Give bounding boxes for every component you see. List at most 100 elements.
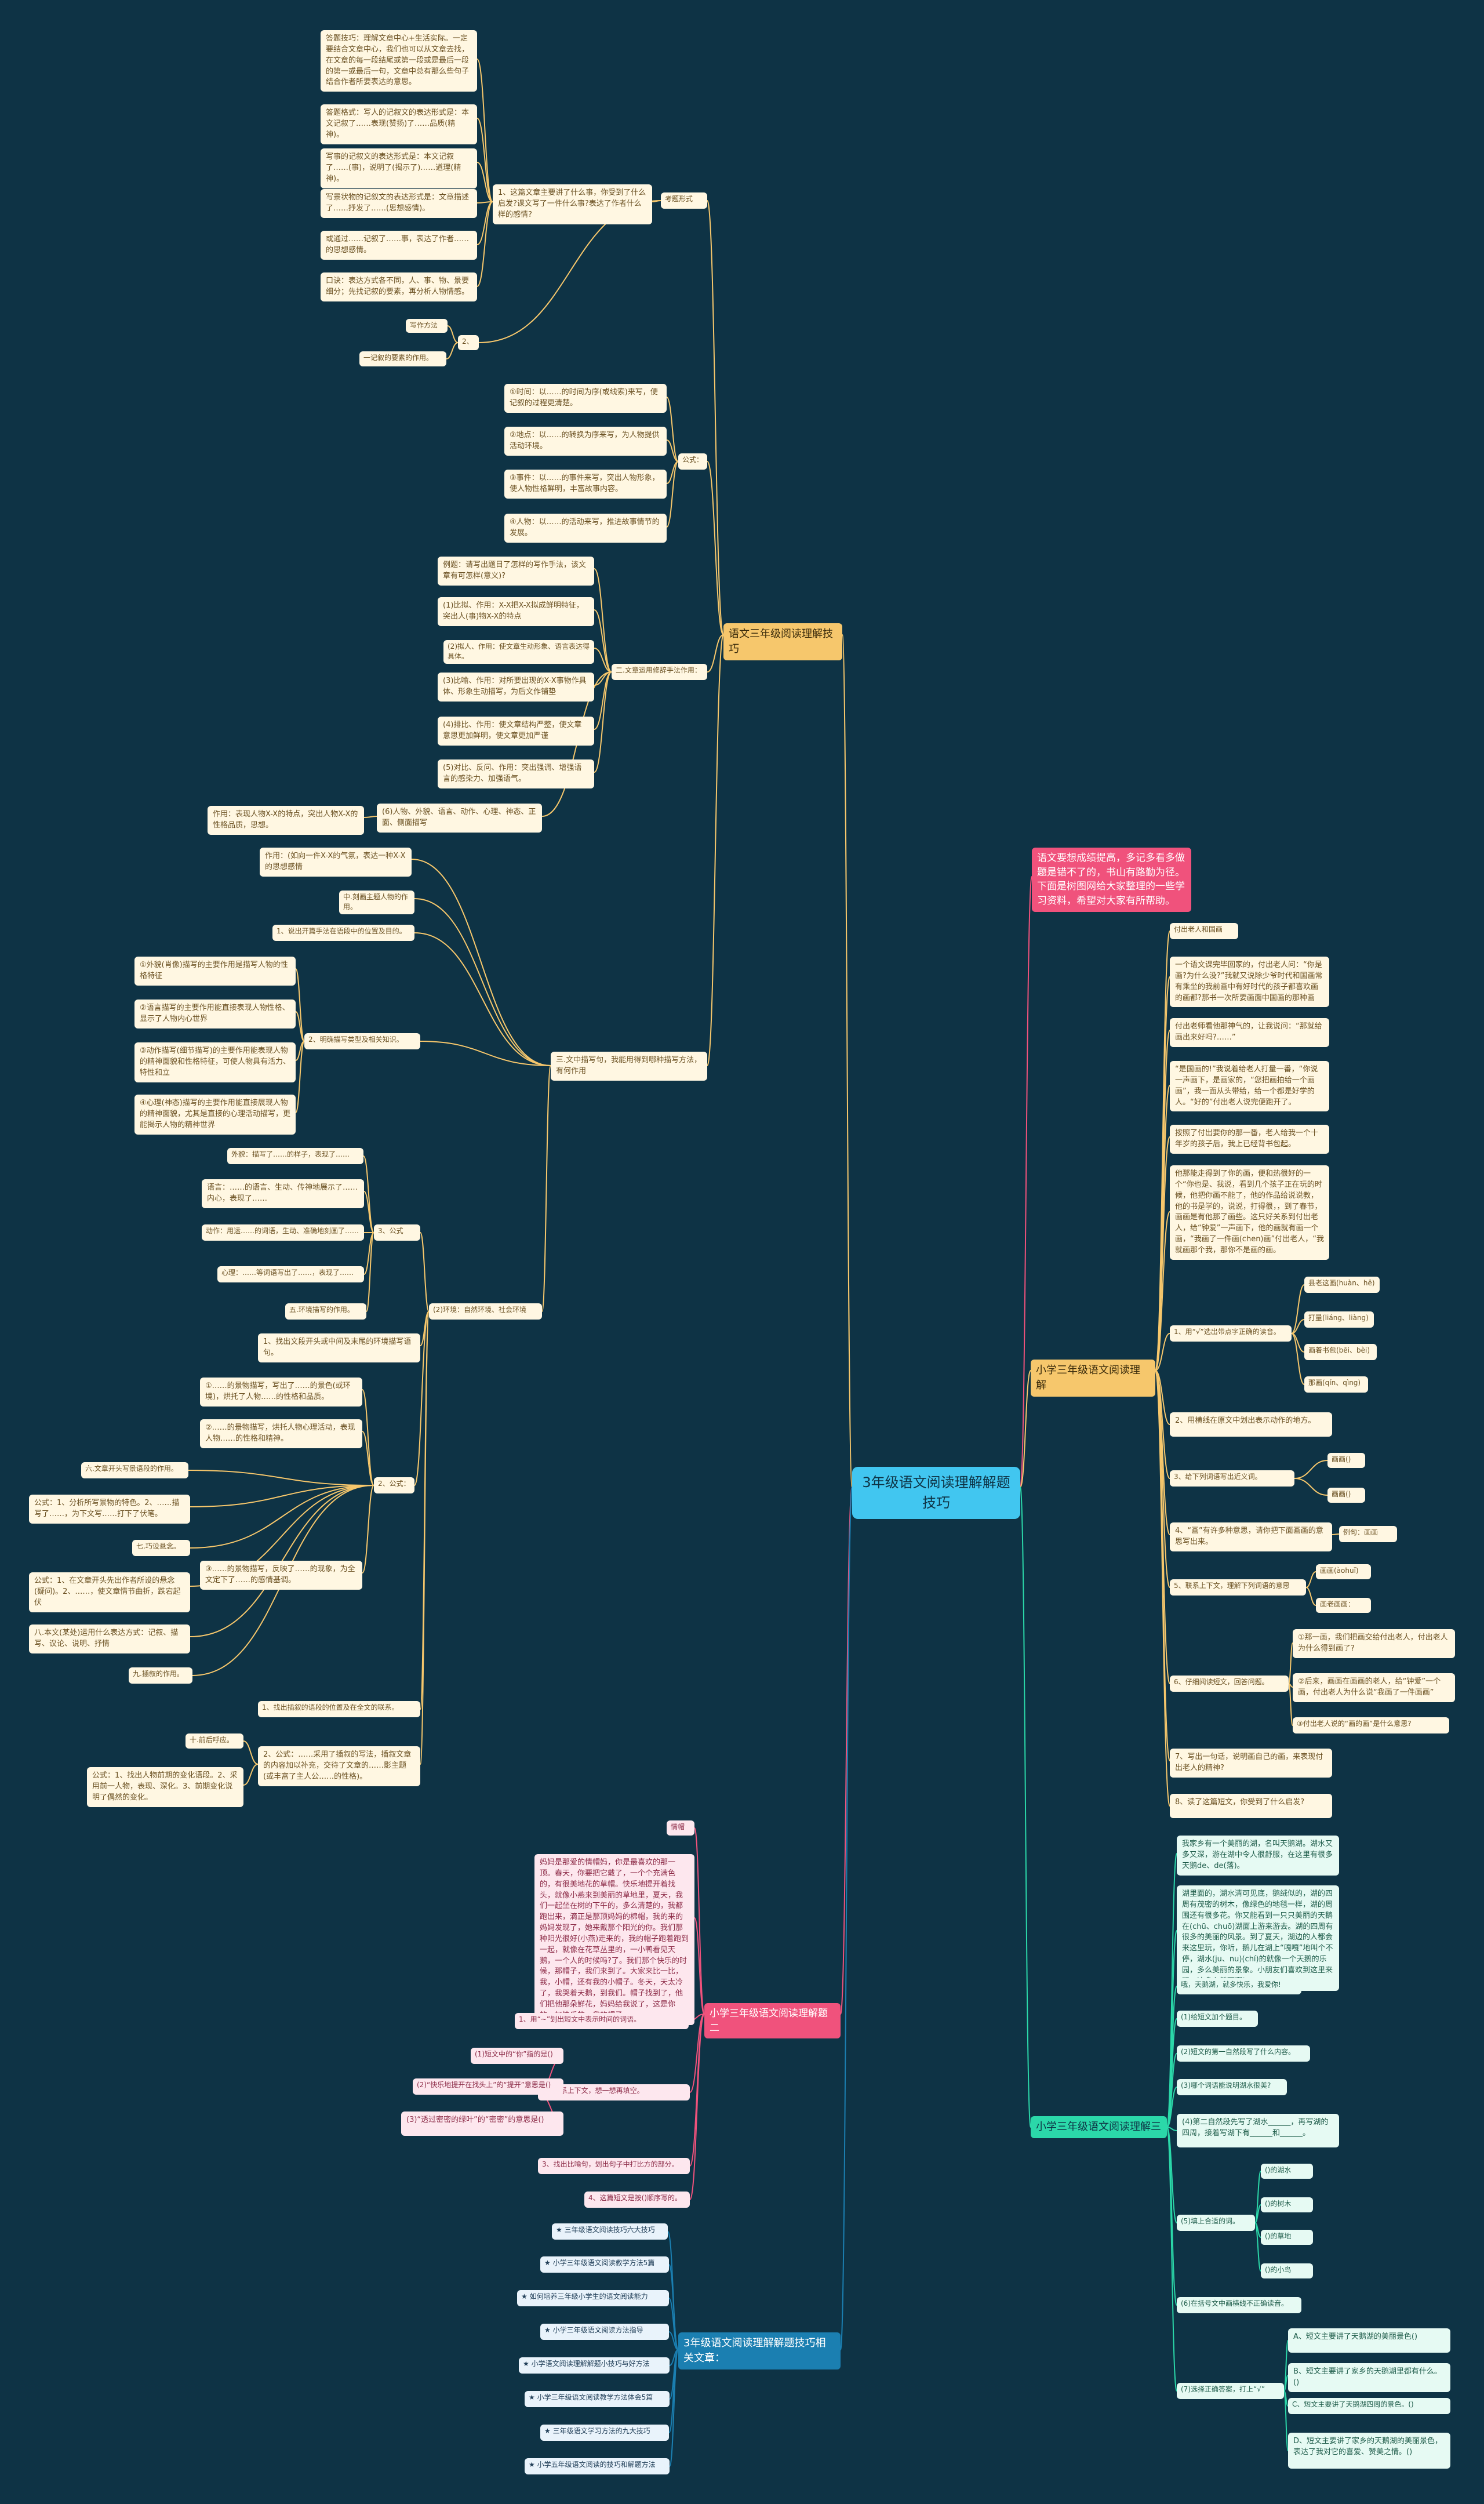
node-b1a1c[interactable]: 写事的记叙文的表达形式是：本文记叙了……(事)，说明了(揭示了)……道理(精神)… [321, 148, 477, 188]
node-b1e1[interactable]: 1、找出文段开头或中间及末尾的环境描写语句。 [258, 1333, 420, 1362]
node-b2l1[interactable]: ①那一画，我们把画交给付出老人，付出老人为什么得到画了? [1293, 1629, 1455, 1658]
node-b3j[interactable]: (7)选择正确答案，打上“√” [1177, 2383, 1284, 2399]
node-b5f[interactable]: ★ 小学三年级语文阅读教学方法体会5篇 [525, 2391, 670, 2407]
node-b5h[interactable]: ★ 小学五年级语文阅读的技巧和解题方法 [525, 2458, 670, 2474]
node-b1e3i[interactable]: 九.插叙的作用。 [129, 1667, 192, 1684]
node-b2g1[interactable]: 县老这画(huàn、hē) [1304, 1277, 1380, 1293]
node-b4d2[interactable]: (2)“快乐地提开在找头上”的“提开”意思是() [413, 2078, 563, 2095]
node-b3j2[interactable]: B、短文主要讲了家乡的天鹅湖里都有什么。() [1288, 2363, 1450, 2392]
node-b1b[interactable]: 公式： [678, 453, 707, 470]
node-b3h3[interactable]: ()的草地 [1261, 2230, 1313, 2245]
branch-b1[interactable]: 语文三年级阅读理解技巧 [723, 623, 842, 661]
node-b1e5b[interactable]: 公式：1、找出人物前期的变化语段。2、采用前一人物，表现、深化。3、前期变化说明… [87, 1767, 243, 1807]
node-b1e2b[interactable]: 语言：……的语言、生动、传神地展示了……内心，表现了…… [202, 1179, 364, 1208]
branch-b5[interactable]: 3年级语文阅读理解解题技巧相关文章： [678, 2332, 841, 2370]
node-b1a1[interactable]: 1、这篇文章主要讲了什么事，你受到了什么启发?课文写了一件什么事?表达了作者什么… [493, 184, 652, 224]
node-b1e3a[interactable]: ①……的景物描写，写出了……的景色(或环境)，烘托了人物……的性格和品质。 [200, 1378, 362, 1407]
node-b4d1[interactable]: (1)短文中的“你”指的是() [471, 2048, 563, 2064]
root-topic[interactable]: 3年级语文阅读理解解题技巧 [852, 1467, 1020, 1519]
node-b2i[interactable]: 3、给下列词语写出近义词。 [1170, 1470, 1294, 1487]
node-b1a2[interactable]: 2、 [458, 335, 479, 350]
node-b4a[interactable]: 情帽 [667, 1820, 694, 1836]
node-b1d3d[interactable]: ④心理(神态)描写的主要作用能直接展现人物的精神面貌，尤其是直接的心理活动描写，… [134, 1095, 296, 1135]
node-b2a[interactable]: 付出老人和国画 [1170, 923, 1238, 939]
node-b1a[interactable]: 考题形式 [661, 192, 707, 209]
node-b1d1[interactable]: 中.刻画主题人物的作用。 [339, 891, 414, 914]
node-b4e[interactable]: 3、找出比喻句，划出句子中打比方的部分。 [538, 2158, 690, 2174]
node-b1d3c[interactable]: ③动作描写(细节描写)的主要作用能表现人物的精神面貌和性格特征，可使人物具有活力… [134, 1042, 296, 1082]
node-b1e3b[interactable]: ②……的景物描写，烘托人物心理活动，表现人物……的性格和精神。 [200, 1419, 362, 1448]
node-b1e2d[interactable]: 心理：……等词语写出了……，表现了…… [217, 1266, 364, 1282]
node-b1c5[interactable]: (4)排比、作用：使文章结构严整，使文章意思更加鲜明，使文章更加严谨 [438, 717, 594, 746]
node-b5g[interactable]: ★ 三年级语文学习方法的九大技巧 [540, 2425, 669, 2441]
node-b3i[interactable]: (6)在括号文中画横线不正确读音。 [1177, 2297, 1301, 2313]
node-b2c[interactable]: 付出老师看他那神气的，让我说问：“那就给画出来好吗?……” [1170, 1018, 1329, 1047]
node-b2g2[interactable]: 打量(liáng、liàng) [1304, 1311, 1374, 1328]
node-b1d[interactable]: 三.文中描写句，我能用得到哪种描写方法，有何作用 [551, 1052, 707, 1081]
node-b2k[interactable]: 5、联系上下文，理解下列词语的意思 [1170, 1579, 1306, 1596]
node-b1e[interactable]: (2)环境：自然环境、社会环境 [429, 1303, 542, 1320]
node-b1a1a[interactable]: 答题技巧：理解文章中心+生活实际。一定要结合文章中心，我们也可以从文章去找，在文… [321, 30, 477, 92]
node-b2g3[interactable]: 画着书包(bēi、bèi) [1304, 1344, 1377, 1360]
branch-b4[interactable]: 小学三年级语文阅读理解题二 [704, 2003, 841, 2039]
node-b1c1[interactable]: 例题：请写出题目了怎样的写作手法，该文章有可怎样(意义)? [438, 557, 594, 586]
node-b2k1[interactable]: 画画(àohuǐ) [1316, 1564, 1371, 1579]
node-b3b[interactable]: 湖里面的，湖水清可见底，鹅绒似的，湖的四周有茂密的树木，像绿色的地毯一样，湖的周… [1177, 1885, 1339, 1991]
node-b1a1d[interactable]: 写景状物的记叙文的表达形式是：文章描述了……抒发了……(思想感情)。 [321, 189, 477, 218]
node-b3h2[interactable]: ()的树木 [1261, 2197, 1313, 2212]
node-b1e3[interactable]: 2、公式： [374, 1477, 414, 1493]
intro-note[interactable]: 语文要想成绩提高，多记多看多做题是错不了的，书山有路勤为径。下面是树图网给大家整… [1032, 848, 1191, 912]
node-b3j1[interactable]: A、短文主要讲了天鹅湖的美丽景色() [1288, 2328, 1450, 2353]
node-b1b4[interactable]: ④人物：以……的活动来写，推进故事情节的发展。 [504, 514, 667, 543]
node-b1e2c[interactable]: 动作：用运……的词语，生动、准确地刻画了…… [202, 1224, 364, 1241]
node-b1a1f[interactable]: 口诀：表达方式各不同，人、事、物、景要细分；先找记叙的要素，再分析人物情感。 [321, 272, 477, 301]
node-b3d[interactable]: (1)给短文加个题目。 [1177, 2011, 1258, 2027]
node-b3a[interactable]: 我家乡有一个美丽的湖，名叫天鹅湖。湖水又多又深，游在湖中令人很舒服，在这里有很多… [1177, 1836, 1339, 1876]
node-b3e[interactable]: (2)短文的第一自然段写了什么内容。 [1177, 2045, 1310, 2062]
node-b1e3f[interactable]: 七.巧设悬念。 [132, 1540, 190, 1556]
node-b3h[interactable]: (5)填上合适的词。 [1177, 2215, 1255, 2231]
node-b5e[interactable]: ★ 小学语文阅读理解解题小技巧与好方法 [519, 2357, 670, 2374]
node-b1e5[interactable]: 2、公式：……采用了插叙的写法，插叙文章的内容加以补充，交待了文章的……影主题(… [258, 1746, 420, 1786]
node-b2l3[interactable]: ③付出老人说的“画的画”是什么意思? [1293, 1717, 1449, 1733]
node-b1d3[interactable]: 2、明确描写类型及相关知识。 [304, 1033, 420, 1049]
node-b2g[interactable]: 1、用“√”选出带点字正确的读音。 [1170, 1325, 1292, 1342]
node-b1e3g[interactable]: 公式：1、在文章开头先出作者所设的悬念(疑问)。2、……，使文章情节曲折，跌宕起… [29, 1572, 190, 1612]
node-b1c7[interactable]: (6)人物、外貌、语言、动作、心理、神态、正面、侧面描写 [377, 804, 542, 833]
node-b1d3a[interactable]: ①外貌(肖像)描写的主要作用是描写人物的性格特征 [134, 957, 296, 986]
node-b1c[interactable]: 二.文章运用修辞手法作用： [612, 664, 707, 680]
node-b5b[interactable]: ★ 小学三年级语文阅读教学方法5篇 [540, 2256, 669, 2273]
node-b2b[interactable]: 一个语文课完毕回家的，付出老人问：“你是画?为什么没?”我就又说除少爷时代和国画… [1170, 957, 1329, 1008]
node-b5a[interactable]: ★ 三年级语文阅读技巧六大技巧 [552, 2223, 668, 2240]
branch-b3[interactable]: 小学三年级语文阅读理解三 [1031, 2116, 1167, 2139]
node-b2l2[interactable]: ②后来，画画在画画的老人，给“钟爱”一个画，付出老人为什么说“我画了一件画画” [1293, 1673, 1455, 1702]
node-b2i1[interactable]: 画画() [1327, 1453, 1365, 1468]
node-b2k2[interactable]: 画老画画： [1316, 1598, 1371, 1613]
node-b1e2e[interactable]: 五.环境描写的作用。 [285, 1303, 366, 1320]
node-b1a1b[interactable]: 答题格式：写人的记叙文的表达形式是：本文记叙了……表现(赞扬)了……品质(精神)… [321, 104, 477, 144]
node-b2j1[interactable]: 例句：画画 [1339, 1526, 1397, 1542]
node-b1a2a[interactable]: 写作方法 [406, 319, 448, 333]
node-b1d0[interactable]: 作用：(如向一件X-X的气氛，表达一种X-X的思想感情 [260, 848, 412, 877]
node-b4b[interactable]: 妈妈是那爱的情帽妈，你是最喜欢的那一顶。春天，你要把它戴了，一个个充满色的，有很… [534, 1854, 694, 2025]
node-b1e3d[interactable]: 六.文章开头写景语段的作用。 [81, 1462, 188, 1478]
node-b2j[interactable]: 4、“画”有许多种意思，请你把下面画画的意思写出来。 [1170, 1522, 1332, 1551]
node-b2h[interactable]: 2、用横线在原文中划出表示动作的地方。 [1170, 1412, 1332, 1437]
node-b3f[interactable]: (3)哪个词语能说明湖水很美? [1177, 2079, 1287, 2095]
node-b1a1e[interactable]: 或通过……记叙了……事，表达了作者……的思想感情。 [321, 231, 477, 260]
node-b4d3[interactable]: (3)“透过密密的绿叶”的“密密”的意思是() [401, 2111, 563, 2136]
node-b2l[interactable]: 6、仔细阅读短文，回答问题。 [1170, 1676, 1289, 1692]
node-b1c2[interactable]: (1)比拟、作用：X-X把X-X拟成鲜明特征，突出人(事)物X-X的特点 [438, 597, 594, 626]
node-b1e4[interactable]: 1、找出插叙的语段的位置及在全文的联系。 [258, 1701, 420, 1717]
node-b3g[interactable]: (4)第二自然段先写了湖水______，再写湖的四周，接着写湖下有______和… [1177, 2114, 1339, 2147]
node-b3j3[interactable]: C、短文主要讲了天鹅湖四周的景色。() [1288, 2398, 1450, 2414]
node-b1c4[interactable]: (3)比喻、作用：对所要出现的X-X事物作具体、形象生动描写，为后文作铺垫 [438, 673, 594, 702]
node-b1e3h[interactable]: 八.本文(某处)运用什么表达方式：记叙、描写、议论、说明、抒情 [29, 1624, 190, 1653]
node-b3h1[interactable]: ()的湖水 [1261, 2164, 1313, 2179]
node-b1e3e[interactable]: 公式：1、分析所写景物的特色。2、……描写了……，为下文写……打下了伏笔。 [29, 1495, 190, 1524]
node-b1a2b[interactable]: 一记叙的要素的作用。 [359, 351, 446, 366]
node-b1c7a[interactable]: 作用：表现人物X-X的特点，突出人物X-X的性格品质，思想。 [208, 806, 364, 835]
node-b1e2a[interactable]: 外貌：描写了……的样子，表现了…… [227, 1148, 363, 1164]
node-b5c[interactable]: ★ 如何培养三年级小学生的语文阅读能力 [517, 2290, 669, 2306]
node-b2m[interactable]: 7、写出一句话，说明画自己的画，来表现付出老人的精神? [1170, 1749, 1332, 1778]
